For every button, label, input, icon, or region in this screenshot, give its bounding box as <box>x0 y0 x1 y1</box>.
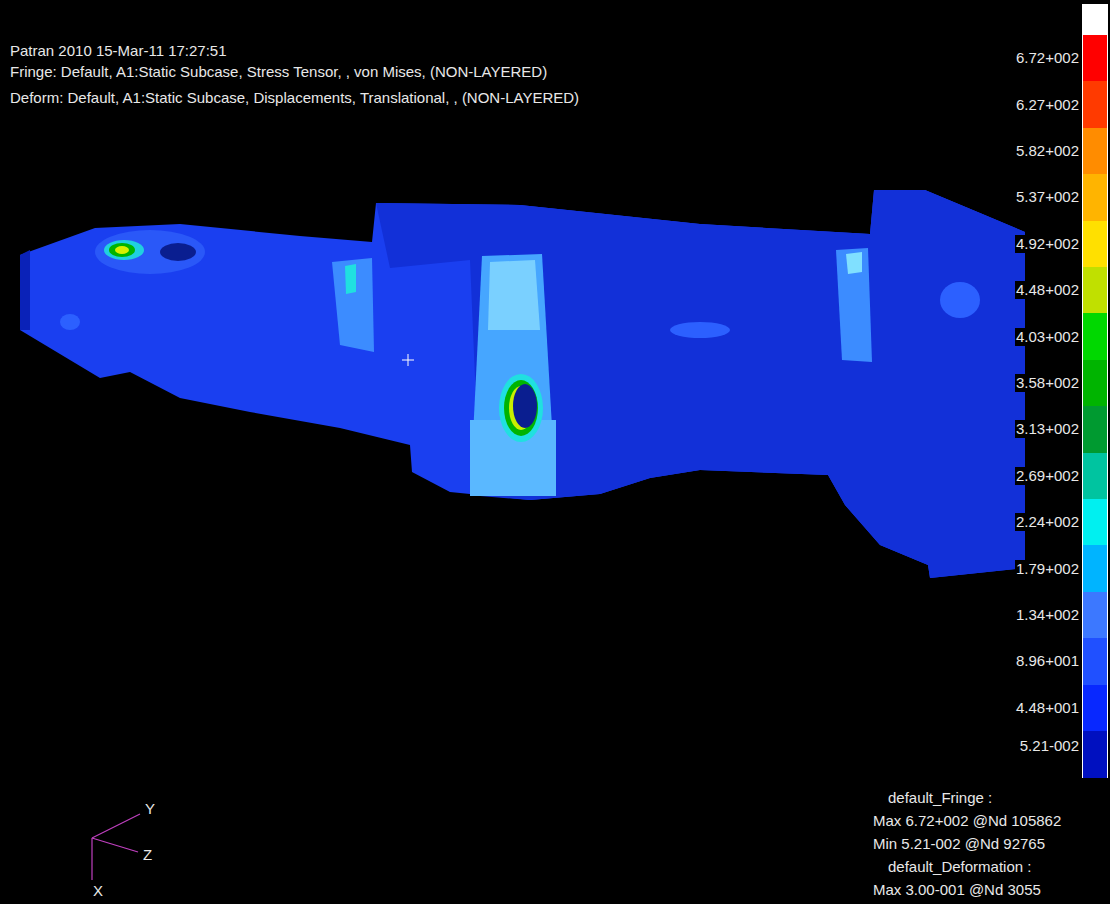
legend-swatch <box>1083 174 1107 221</box>
legend-swatch <box>1083 128 1107 175</box>
stress-zone <box>332 258 374 352</box>
legend-value: 6.72+002 <box>1015 49 1080 67</box>
stress-zone <box>670 322 730 338</box>
legend-value: 5.82+002 <box>1015 142 1080 160</box>
result-value: Max 3.00-001 @Nd 3055 <box>873 881 1041 899</box>
axis-label: Z <box>143 846 152 864</box>
legend-value: 4.92+002 <box>1015 235 1080 253</box>
legend-value: 3.13+002 <box>1015 420 1080 438</box>
legend-swatch <box>1083 35 1107 82</box>
result-heading: default_Fringe : <box>888 789 992 807</box>
stress-zone <box>104 240 144 260</box>
axis-y <box>92 814 140 838</box>
axis-x <box>91 838 92 880</box>
stress-zone <box>499 374 543 442</box>
stress-zone <box>109 243 135 257</box>
stress-zone <box>846 252 862 274</box>
legend-swatch <box>1083 731 1107 778</box>
legend-value: 2.24+002 <box>1015 513 1080 531</box>
legend-value: 6.27+002 <box>1015 96 1080 114</box>
legend-swatch <box>1083 592 1107 639</box>
stress-zone <box>488 260 540 330</box>
result-value: Max 6.72+002 @Nd 105862 <box>873 812 1061 830</box>
legend-swatch <box>1083 81 1107 128</box>
part-body <box>20 190 1025 578</box>
legend-value: 4.48+002 <box>1015 281 1080 299</box>
legend-swatch <box>1083 685 1107 732</box>
cursor-symbol <box>402 354 414 366</box>
legend-swatch <box>1083 267 1107 314</box>
legend-value: 5.21-002 <box>1019 737 1080 755</box>
stress-zone <box>95 230 205 274</box>
legend-swatch <box>1083 545 1107 592</box>
legend-swatch <box>1083 360 1107 407</box>
part-side <box>20 250 30 330</box>
stress-zone <box>836 248 872 362</box>
legend-swatch <box>1083 313 1107 360</box>
legend-value: 5.37+002 <box>1015 188 1080 206</box>
legend-swatch <box>1083 638 1107 685</box>
scale-cap <box>1083 5 1107 35</box>
legend-value: 2.69+002 <box>1015 467 1080 485</box>
hole <box>160 243 196 261</box>
stress-zone <box>504 380 538 436</box>
legend-swatch <box>1083 221 1107 268</box>
legend-value: 8.96+001 <box>1015 652 1080 670</box>
stress-zone <box>470 254 556 496</box>
stress-zone <box>940 282 980 318</box>
stress-zone <box>115 246 129 254</box>
axis-label: Y <box>145 800 155 818</box>
header-text: Patran 2010 15-Mar-11 17:27:51 <box>10 42 227 60</box>
fringe-text: Fringe: Default, A1:Static Subcase, Stre… <box>10 63 547 81</box>
scale-frame <box>1083 5 1108 778</box>
hole <box>513 384 537 428</box>
result-value: Min 5.21-002 @Nd 92765 <box>873 835 1045 853</box>
legend-value: 4.48+001 <box>1015 699 1080 717</box>
axis-z <box>92 838 138 852</box>
legend-swatch <box>1083 406 1107 453</box>
axis-label: X <box>93 882 103 900</box>
legend-value: 4.03+002 <box>1015 328 1080 346</box>
legend-swatch <box>1083 499 1107 546</box>
stress-zone <box>60 314 80 330</box>
legend-value: 1.79+002 <box>1015 560 1080 578</box>
legend-value: 1.34+002 <box>1015 606 1080 624</box>
stress-zone <box>345 264 356 294</box>
result-heading: default_Deformation : <box>888 858 1031 876</box>
legend-swatch <box>1083 453 1107 500</box>
part-face <box>376 190 1025 578</box>
deform-text: Deform: Default, A1:Static Subcase, Disp… <box>10 89 579 107</box>
legend-value: 3.58+002 <box>1015 374 1080 392</box>
